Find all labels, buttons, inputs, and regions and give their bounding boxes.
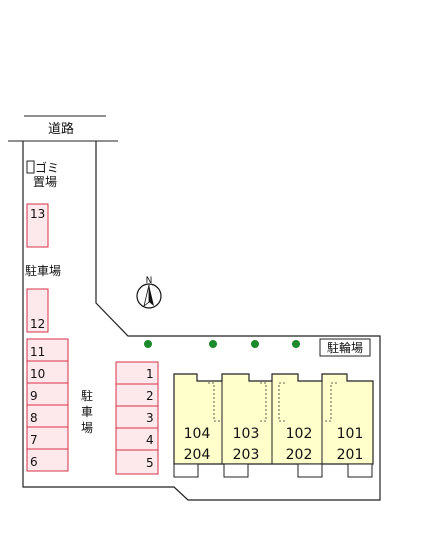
unit-102-lower: 202 <box>286 447 313 463</box>
parking-space-4-label: 4 <box>146 433 154 447</box>
unit-104-lower: 204 <box>184 447 211 463</box>
unit-103-upper: 103 <box>233 426 260 442</box>
tree-icon <box>292 340 300 348</box>
parking-space-8-label: 8 <box>30 411 38 425</box>
parking-center-label-1: 駐 <box>81 388 93 403</box>
parking-space-10-label: 10 <box>30 367 45 381</box>
tree-icon <box>144 340 152 348</box>
garbage-label-1: ゴミ <box>35 160 59 175</box>
parking-space-6-label: 6 <box>30 455 38 469</box>
unit-104-entrance <box>173 463 199 478</box>
parking-center-label-3: 場 <box>81 421 93 435</box>
garbage-label-2: 置場 <box>33 175 57 189</box>
parking-space-1-label: 1 <box>146 367 154 381</box>
parking-space-6 <box>26 448 69 472</box>
unit-101-entrance <box>347 463 373 478</box>
unit-102-interior <box>278 382 285 422</box>
parking-space-13-label: 13 <box>30 207 45 221</box>
unit-101-lower: 201 <box>337 447 364 463</box>
parking-space-2-label: 2 <box>146 389 154 403</box>
unit-104-upper: 104 <box>184 426 211 442</box>
unit-103-entrance <box>223 463 249 478</box>
parking-column-b: 1 2 3 4 5 <box>115 361 159 475</box>
unit-101-interior <box>325 382 337 422</box>
parking-space-3-label: 3 <box>146 411 154 425</box>
parking-space-13 <box>26 203 49 248</box>
parking-space-12-label: 12 <box>30 317 45 331</box>
apartment-building: 104 204 103 203 102 202 101 201 <box>173 373 374 478</box>
garbage-icon <box>26 160 35 174</box>
tree-icon <box>251 340 259 348</box>
parking-column-a: 11 10 9 8 7 6 <box>26 338 69 472</box>
bicycle-parking-label: 駐輪場 <box>327 340 363 355</box>
road-label: 道路 <box>48 121 74 137</box>
compass-north-icon: N <box>136 276 162 309</box>
tree-icon <box>209 340 217 348</box>
parking-space-12 <box>26 288 49 333</box>
parking-space-7-label: 7 <box>30 433 38 447</box>
parking-space-11-label: 11 <box>30 345 45 359</box>
parking-space-5 <box>115 449 159 475</box>
site-boundary <box>22 141 381 501</box>
unit-102-upper: 102 <box>286 426 313 442</box>
parking-space-9-label: 9 <box>30 389 38 403</box>
parking-space-5-label: 5 <box>146 456 154 470</box>
parking-center-label-2: 車 <box>81 405 93 419</box>
unit-103-interior <box>260 382 267 422</box>
bicycle-parking <box>319 338 371 357</box>
unit-103-lower: 203 <box>233 447 260 463</box>
unit-101-upper: 101 <box>337 426 364 442</box>
unit-102-entrance <box>297 463 323 478</box>
parking-left-label: 駐車場 <box>25 263 61 278</box>
unit-104-interior <box>208 382 220 422</box>
compass-label: N <box>146 276 153 286</box>
